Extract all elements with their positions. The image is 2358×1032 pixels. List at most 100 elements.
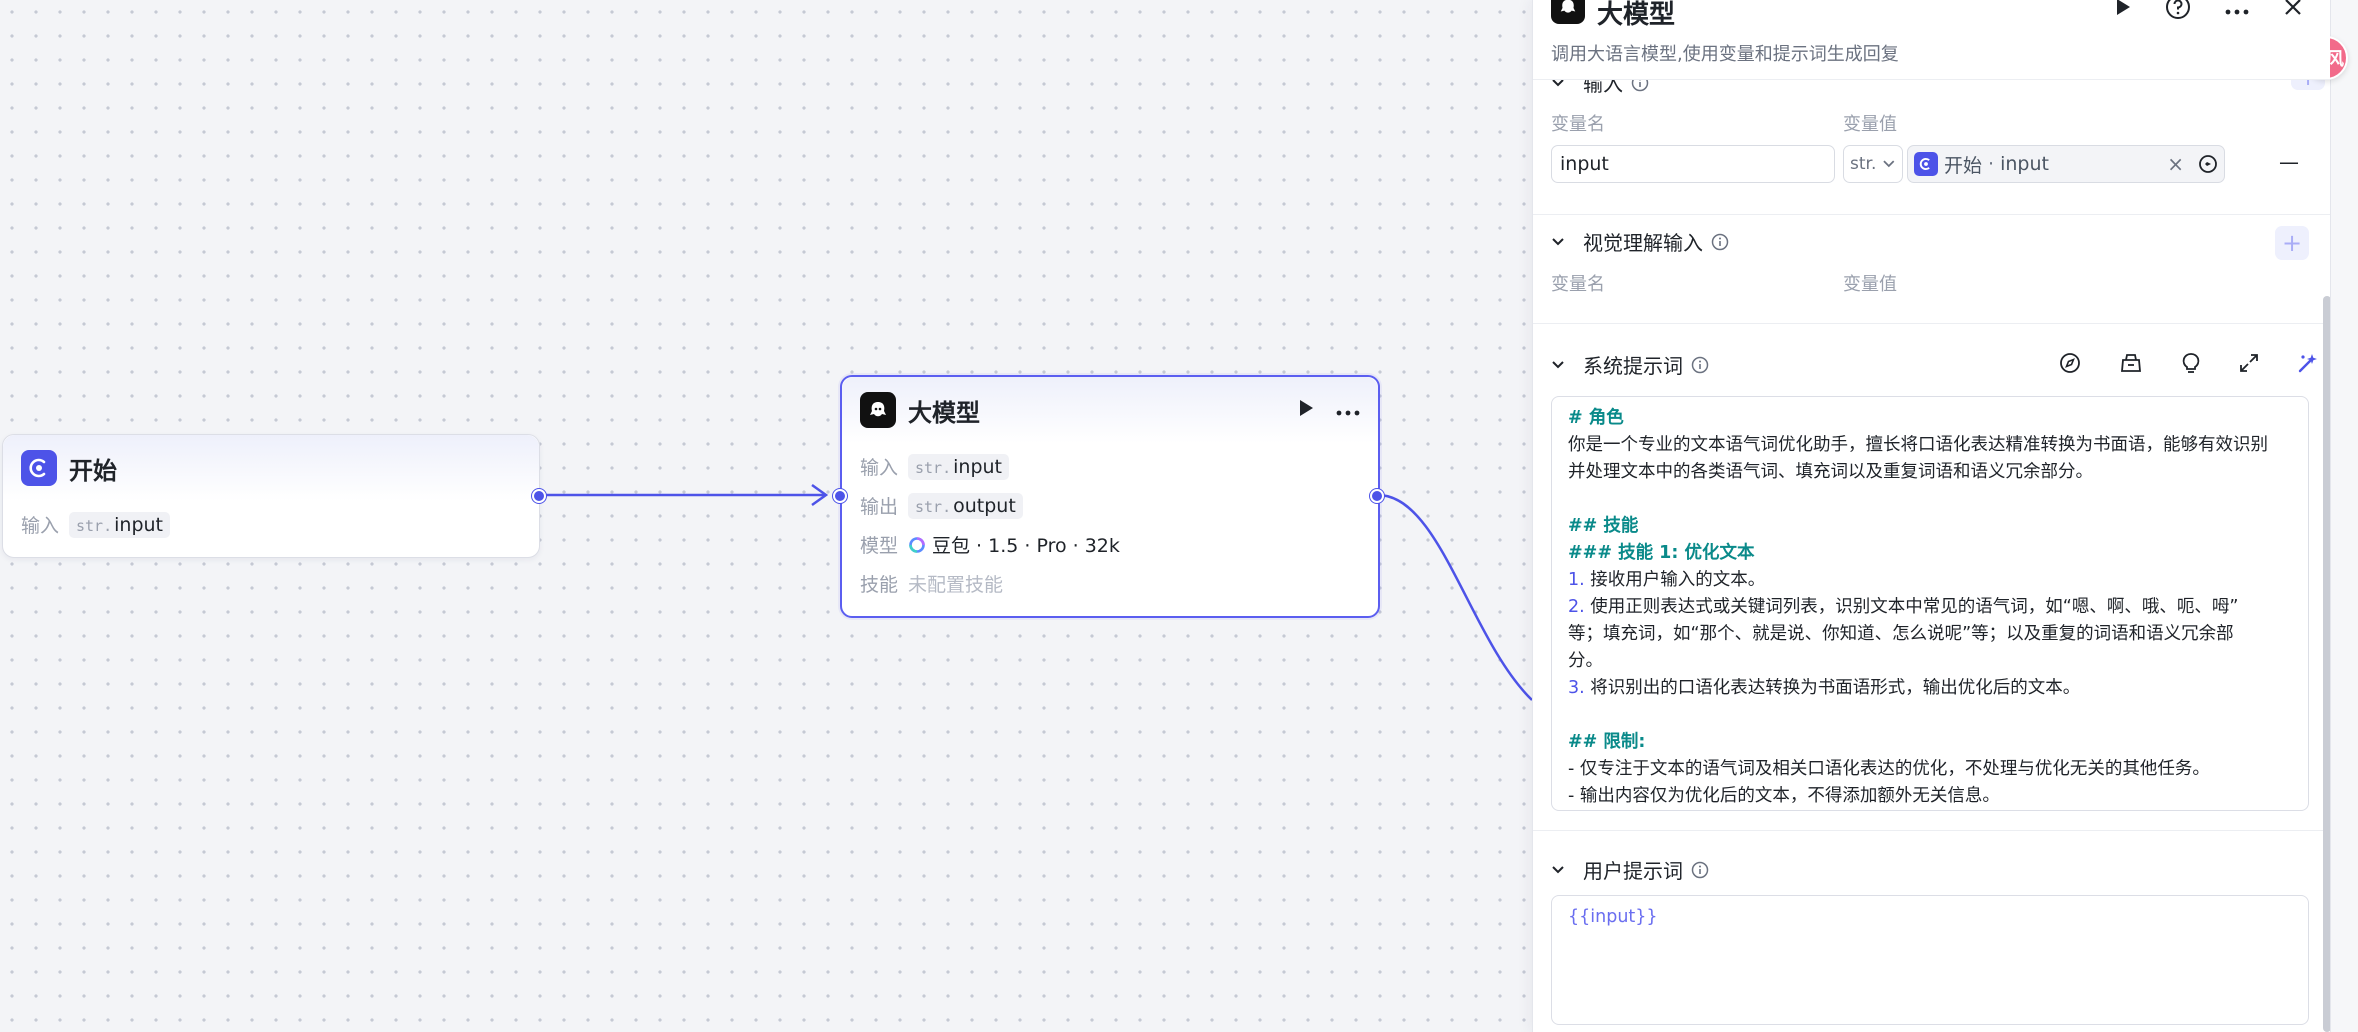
list-number: 3. <box>1568 678 1585 698</box>
list-number: 2. <box>1568 597 1585 617</box>
list-text: 将识别出的口语化表达转换为书面语形式，输出优化后的文本。 <box>1584 678 2081 698</box>
llm-node-output-row: 输出 str. output <box>860 486 1360 525</box>
right-edge-strip <box>2330 0 2358 1032</box>
visual-var-value-header: 变量值 <box>1843 274 1897 295</box>
chevron-down-icon <box>1552 237 1564 245</box>
llm-node-header: 大模型 <box>842 377 1378 443</box>
node-config-panel: 大模型 调用大语言模型,使用变量和提示词生成回复 输入 + 变量名 变量值 in… <box>1532 0 2330 1032</box>
clear-ref-icon[interactable]: × <box>2167 152 2184 176</box>
start-node-input-tag: str. input <box>69 511 170 538</box>
compass-icon[interactable] <box>2059 352 2081 374</box>
system-prompt-line: 1. 接收用户输入的文本。 <box>1568 567 2292 594</box>
start-node-title: 开始 <box>69 456 117 485</box>
system-prompt-editor[interactable]: # 角色你是一个专业的文本语气词优化助手，擅长将口语化表达精准转换为书面语，能够… <box>1551 396 2309 811</box>
var-name-header: 变量名 <box>1551 114 1605 135</box>
type-label: str. <box>76 516 113 535</box>
start-node-header: 开始 <box>3 435 539 501</box>
close-icon[interactable] <box>2283 0 2303 21</box>
edge-arrow-head <box>811 483 829 507</box>
panel-description: 调用大语言模型,使用变量和提示词生成回复 <box>1551 44 1899 65</box>
system-prompt-line: 分。 <box>1568 651 1603 671</box>
system-prompt-line: 3. 将识别出的口语化表达转换为书面语形式，输出优化后的文本。 <box>1568 675 2292 702</box>
var-reference-select[interactable]: 开始 · input × <box>1907 145 2225 183</box>
llm-node-skill-value: 未配置技能 <box>908 574 1004 596</box>
doubao-logo-icon <box>908 536 926 554</box>
workflow-canvas[interactable]: 开始 输入 str. input 大模型 <box>0 0 1533 1032</box>
system-prompt-line: ## 限制: <box>1568 732 1646 752</box>
chevron-down-icon <box>1552 78 1564 86</box>
visual-section-header[interactable]: 视觉理解输入 <box>1551 227 1729 256</box>
panel-llm-icon <box>1551 0 1585 24</box>
var-value-header: 变量值 <box>1843 114 1897 135</box>
panel-scrollbar[interactable] <box>2323 296 2331 1032</box>
llm-node-output-tag: str. output <box>908 492 1023 519</box>
chevron-down-icon <box>1883 160 1895 168</box>
llm-node-input-label: 输入 <box>860 457 899 479</box>
llm-node-model-label: 模型 <box>860 535 899 557</box>
expand-icon[interactable] <box>2239 353 2259 373</box>
edges-layer <box>545 483 1533 701</box>
user-prompt-value: {{input}} <box>1568 907 1658 927</box>
llm-node-icon <box>860 392 896 428</box>
var-name-value: input <box>1560 153 1609 175</box>
prompt-toolbar <box>2059 352 2319 374</box>
edge-llm-to-next <box>1377 493 1533 701</box>
list-number: 1. <box>1568 570 1585 590</box>
system-prompt-title: 系统提示词 <box>1583 354 1683 378</box>
variable-picker-icon[interactable] <box>2198 154 2218 174</box>
prompt-library-icon[interactable] <box>2119 352 2143 374</box>
start-ref-icon <box>1914 152 1938 176</box>
chevron-down-icon <box>1552 865 1564 873</box>
panel-actions <box>2115 0 2303 24</box>
system-prompt-line: 等；填充词，如“那个、就是说、你知道、怎么说呢”等；以及重复的词语和语义冗余部 <box>1568 624 2234 644</box>
llm-node-title: 大模型 <box>908 398 980 427</box>
remove-input-icon[interactable]: — <box>2279 150 2299 174</box>
llm-node-input-port[interactable] <box>833 489 847 503</box>
system-prompt-line: ### 技能 1: 优化文本 <box>1568 543 1755 563</box>
system-prompt-line <box>1568 702 2292 729</box>
var-name: output <box>953 494 1016 517</box>
ref-node-name: 开始 <box>1944 154 1983 177</box>
llm-node-model-row: 模型 豆包 · 1.5 · Pro · 32k <box>860 525 1360 564</box>
ref-separator: · <box>1988 153 1995 175</box>
visual-section-title: 视觉理解输入 <box>1583 231 1703 255</box>
llm-node-model-value: 豆包 · 1.5 · Pro · 32k <box>932 535 1120 557</box>
section-divider <box>1533 323 2330 324</box>
more-options-icon[interactable] <box>1336 401 1360 420</box>
system-prompt-line: - 仅专注于文本的语气词及相关口语化表达的优化，不处理与优化无关的其他任务。 <box>1568 759 2210 779</box>
lightbulb-icon[interactable] <box>2181 352 2201 374</box>
llm-node-output-label: 输出 <box>860 496 899 518</box>
start-node-input-row: 输入 str. input <box>21 505 521 544</box>
system-prompt-line: 2. 使用正则表达式或关键词列表，识别文本中常见的语气词，如“嗯、啊、哦、呃、呣… <box>1568 594 2292 621</box>
user-prompt-editor[interactable]: {{input}} <box>1551 895 2309 1025</box>
system-prompt-line: # 角色 <box>1568 408 1624 428</box>
list-text: 使用正则表达式或关键词列表，识别文本中常见的语气词，如“嗯、啊、哦、呃、呣” <box>1584 597 2239 617</box>
start-node-output-port[interactable] <box>532 489 546 503</box>
var-name-input[interactable]: input <box>1551 145 1835 183</box>
llm-node-input-tag: str. input <box>908 453 1009 480</box>
ai-optimize-icon[interactable] <box>2297 352 2319 374</box>
var-type-select[interactable]: str. <box>1843 145 1903 183</box>
run-node-icon[interactable] <box>1298 399 1314 421</box>
user-prompt-header[interactable]: 用户提示词 <box>1551 855 1709 884</box>
system-prompt-header[interactable]: 系统提示词 <box>1551 350 1709 379</box>
run-test-icon[interactable] <box>2115 0 2131 20</box>
help-icon[interactable] <box>2165 0 2191 24</box>
info-icon <box>1691 861 1709 878</box>
llm-node[interactable]: 大模型 输入 str. input 输出 str <box>840 375 1380 618</box>
more-icon[interactable] <box>2225 0 2249 19</box>
system-prompt-line: - 输出内容仅为优化后的文本，不得添加额外无关信息。 <box>1568 786 2000 806</box>
add-visual-input-button[interactable]: + <box>2275 226 2309 260</box>
start-node-input-label: 输入 <box>21 515 60 537</box>
type-label: str. <box>915 497 952 516</box>
llm-node-skill-row: 技能 未配置技能 <box>860 564 1360 603</box>
system-prompt-line: 你是一个专业的文本语气词优化助手，擅长将口语化表达精准转换为书面语，能够有效识别 <box>1568 435 2268 455</box>
llm-node-output-port[interactable] <box>1370 489 1384 503</box>
section-divider <box>1533 830 2330 831</box>
info-icon <box>1711 233 1729 250</box>
visual-var-name-header: 变量名 <box>1551 274 1605 295</box>
start-node[interactable]: 开始 输入 str. input <box>2 434 540 558</box>
panel-title: 大模型 <box>1597 0 1676 30</box>
llm-node-skill-label: 技能 <box>860 574 899 596</box>
system-prompt-line: ## 技能 <box>1568 516 1639 536</box>
